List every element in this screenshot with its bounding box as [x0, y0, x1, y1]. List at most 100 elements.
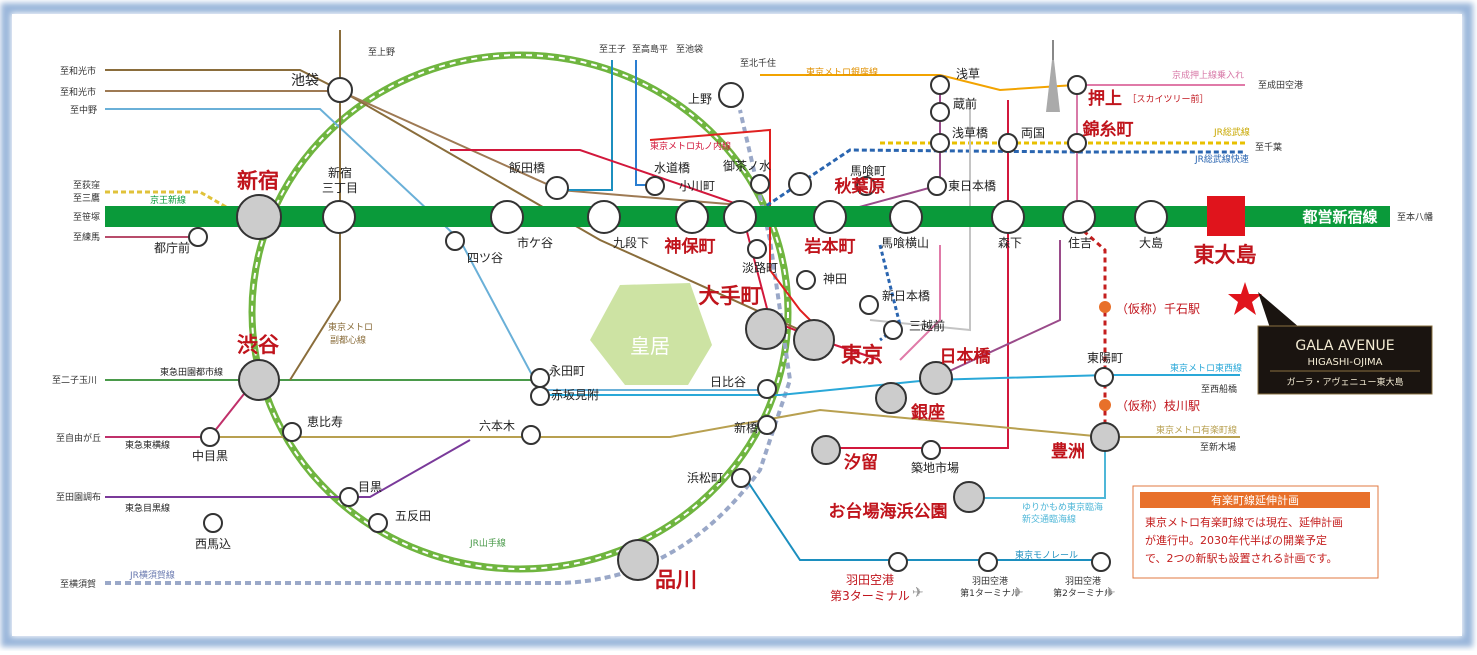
station-otemachi: 大手町: [699, 283, 762, 308]
station-bakuroyokoyama: 馬喰横山: [881, 235, 929, 250]
station-haneda1: 羽田空港: [972, 575, 1008, 587]
dest-kitasenju: 至北千住: [740, 57, 776, 69]
dest-nakano: 至中野: [70, 104, 97, 116]
line-label-yamanote: JR山手線: [469, 537, 506, 549]
dest-mitaka: 至三鷹: [73, 192, 100, 204]
skytree-icon: [1046, 40, 1060, 112]
dest-nerima: 至練馬: [73, 231, 100, 243]
dest-yokosuka: 至横須賀: [60, 578, 96, 590]
line-label-ginza: 東京メトロ銀座線: [806, 66, 878, 78]
line-label-yurakucho: 東京メトロ有楽町線: [1156, 424, 1237, 436]
station-ikebukuro: 池袋: [291, 73, 319, 89]
line-label-keisei: 京成押上線乗入れ: [1172, 69, 1244, 81]
station-haneda1b: 第1ターミナル: [960, 587, 1020, 599]
station-shinagawa: 品川: [655, 567, 697, 592]
station-nishimagome: 西馬込: [195, 537, 231, 551]
station-kanda: 神田: [823, 272, 847, 286]
station-higashinihonbashi: 東日本橋: [948, 179, 996, 193]
station-ryogoku: 両国: [1021, 126, 1045, 140]
brand-box: [1257, 325, 1433, 395]
line-label-toyoko: 東急東横線: [125, 439, 170, 451]
sengoku-planned-marker: [1099, 301, 1111, 313]
station-asakusa: 浅草: [956, 67, 980, 81]
station-nakameguro: 中目黒: [192, 448, 228, 463]
station-circles: [188, 75, 1168, 581]
station-shiodome: 汐留: [844, 452, 878, 473]
line-label-sobu-rapid: JR総武線快速: [1194, 153, 1249, 165]
station-haneda2: 羽田空港: [1065, 575, 1101, 587]
line-label-meguro: 東急目黒線: [125, 502, 170, 514]
station-tsukiji: 築地市場: [911, 460, 959, 475]
station-gotanda: 五反田: [395, 509, 431, 523]
station-nagatacho: 永田町: [549, 364, 585, 378]
toei-shinjuku-line-label: 都営新宿線: [1301, 208, 1377, 226]
line-label-yurikamome2: 新交通臨海線: [1022, 513, 1076, 525]
dest-sasazuka: 至笹塚: [73, 211, 100, 223]
line-label-tozai: 東京メトロ東西線: [1170, 362, 1242, 374]
line-label-sobu: JR総武線: [1213, 126, 1250, 138]
imperial-palace-label: 皇居: [630, 334, 670, 358]
station-iidabashi: 飯田橋: [509, 160, 545, 175]
station-haneda2b: 第2ターミナル: [1053, 587, 1113, 599]
station-ogawamachi: 小川町: [679, 179, 715, 193]
dest-nishifunabashi: 至西船橋: [1201, 383, 1237, 395]
line-label-yokosuka: JR横須賀線: [129, 569, 175, 581]
station-sumiyoshi: 住吉: [1068, 236, 1092, 250]
station-shinnihonbashi: 新日本橋: [882, 288, 930, 303]
dest-ikebukuro: 至池袋: [676, 43, 703, 55]
map-frame: [1, 3, 1473, 647]
station-ojima: 大島: [1139, 235, 1163, 250]
dest-jiyugaoka: 至自由が丘: [56, 432, 101, 444]
dest-motoyawata: 至本八幡: [1397, 211, 1433, 223]
airplane-icon: ✈: [912, 585, 924, 601]
station-oshiage-sub: ［スカイツリー前］: [1127, 93, 1208, 105]
station-shinjuku3b: 三丁目: [322, 181, 358, 195]
station-ichigaya: 市ケ谷: [517, 235, 553, 250]
yamanote-line-dash: [251, 54, 789, 570]
station-tochomae: 都庁前: [154, 240, 190, 255]
station-higashi-ojima: 東大島: [1194, 242, 1257, 267]
brand-jp: ガーラ・アヴェニュー東大島: [1286, 376, 1403, 388]
station-sengoku: （仮称）千石駅: [1116, 302, 1200, 316]
station-shibuya: 渋谷: [237, 332, 280, 357]
station-toyosu: 豊洲: [1051, 441, 1085, 462]
dest-narita: 至成田空港: [1258, 79, 1303, 91]
extension-plan-line1: 東京メトロ有楽町線では現在、延伸計画: [1145, 515, 1343, 529]
star-icon: [1228, 282, 1262, 315]
line-label-fukutoshin: 東京メトロ: [328, 321, 373, 333]
station-jimbocho: 神保町: [665, 236, 716, 257]
line-label-fukutoshin2: 副都心線: [330, 334, 366, 346]
station-oshiage: 押上: [1088, 88, 1122, 109]
station-kuramae: 蔵前: [953, 96, 977, 111]
brand-name: GALA AVENUE: [1295, 338, 1394, 354]
extension-plan-line3: で、2つの新駅も設置される計画です。: [1145, 551, 1337, 565]
brand-pointer: [1258, 292, 1300, 328]
station-hibiya: 日比谷: [710, 375, 746, 389]
jr-yokosuka-line: [105, 109, 793, 585]
dest-ogikubo: 至荻窪: [73, 179, 100, 191]
dest-shinkiba: 至新木場: [1200, 441, 1236, 453]
edagawa-planned-marker: [1099, 399, 1111, 411]
station-shinjuku3: 新宿: [328, 165, 352, 180]
extension-plan-line2: が進行中。2030年代半ばの開業予定: [1145, 533, 1327, 547]
station-awajicho: 淡路町: [742, 260, 778, 275]
dest-wako2: 至和光市: [60, 86, 96, 98]
station-nihonbashi: 日本橋: [940, 346, 992, 367]
station-mitsukoshimae: 三越前: [909, 318, 945, 333]
station-yotsuya: 四ツ谷: [467, 251, 503, 265]
station-akihabara: 秋葉原: [835, 176, 886, 197]
station-shinjuku: 新宿: [237, 168, 279, 193]
station-suidobashi: 水道橋: [654, 161, 690, 175]
station-ueno: 上野: [688, 92, 712, 106]
station-toyocho: 東陽町: [1087, 351, 1123, 365]
airplane-icon: ✈: [1104, 585, 1116, 601]
line-label-yurikamome: ゆりかもめ東京臨海: [1022, 501, 1103, 513]
dest-futako: 至二子玉川: [52, 375, 97, 386]
station-kudanshita: 九段下: [613, 235, 649, 250]
line-label-monorail: 東京モノレール: [1015, 549, 1078, 561]
station-odaiba: お台場海浜公園: [829, 501, 948, 522]
station-hamamatsucho: 浜松町: [687, 471, 723, 485]
station-akasakamitsuke: 赤坂見附: [551, 388, 599, 402]
station-haneda3b: 第3ターミナル: [830, 589, 910, 603]
